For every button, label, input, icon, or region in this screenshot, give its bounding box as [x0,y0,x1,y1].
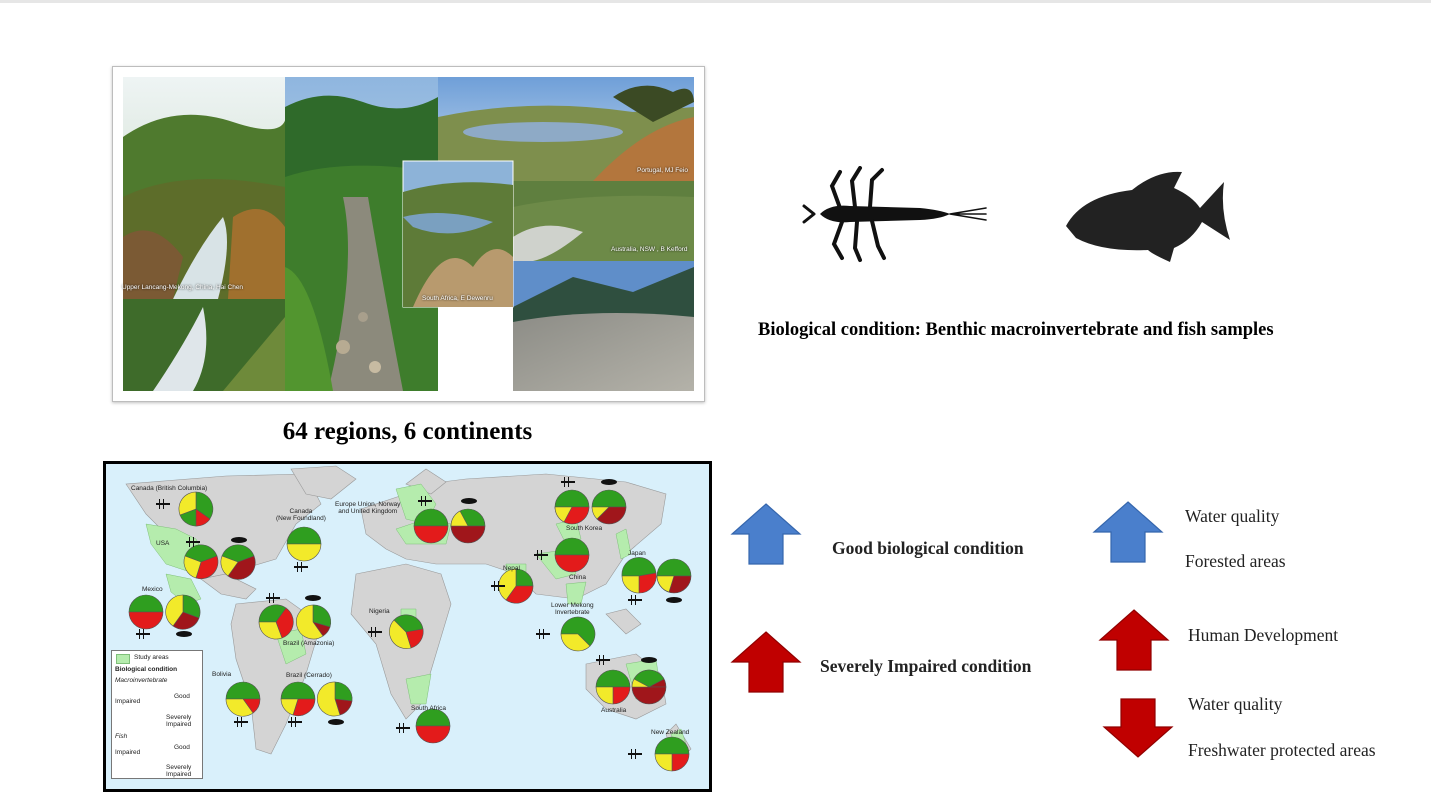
study-area-swatch [116,654,130,664]
forested-areas-label: Forested areas [1185,551,1286,571]
severe-condition-up-arrow-icon [730,631,802,693]
good-biological-condition-label: Good biological condition [832,538,1024,558]
map-label-bolivia: Bolivia [212,671,232,678]
map-label-canada-nf: Canada (New Foundland) [276,508,326,522]
biological-condition-caption: Biological condition: Benthic macroinver… [758,320,1274,340]
map-label-australia: Australia [601,707,627,714]
good-condition-up-arrow-icon [730,503,802,565]
water-quality-label-1: Water quality [1185,506,1280,526]
regions-caption: 64 regions, 6 continents [282,418,533,445]
human-development-up-arrow-icon [1098,609,1170,671]
map-label-south-korea: South Korea [566,525,603,532]
legend-impaired-fish: Impaired [115,749,141,756]
map-label-nepal: Nepal [503,565,520,572]
caption-south-africa: South Africa, E Dewenru [422,295,493,302]
human-development-label: Human Development [1188,625,1339,645]
top-border [0,0,1431,3]
map-label-canada-bc: Canada (British Columbia) [131,485,208,492]
river-photo-collage: Upper Lancang-Mekong, China, Hai Chen Po… [112,66,705,402]
map-label-south-africa: South Africa [411,705,447,712]
caption-china: Upper Lancang-Mekong, China, Hai Chen [122,284,244,291]
down-arrow-icon [1102,698,1174,758]
fish-icon [1066,171,1230,262]
map-label-lower-mekong: Lower Mekong Invertebrate [551,602,594,616]
map-label-japan: Japan [628,550,646,557]
map-label-usa: USA [156,540,170,547]
map-label-mexico: Mexico [142,586,163,593]
map-legend: Study areas Biological condition Macroin… [111,650,203,779]
macroinvertebrate-icon [802,166,987,262]
map-label-europe: Europe Union, Norway and United Kingdom [335,501,401,515]
legend-title: Biological condition [115,666,178,673]
map-label-nigeria: Nigeria [369,608,390,615]
water-quality-up-arrow-icon [1092,501,1164,563]
legend-fish: Fish [115,733,128,740]
caption-portugal: Portugal, MJ Feio [637,167,688,174]
map-label-brazil-cerrado: Brazil (Cerrado) [286,672,332,679]
legend-severe-fish: Severely Impaired [166,764,192,778]
legend-severe-macro: Severely Impaired [166,714,192,728]
legend-good-fish: Good [174,744,190,751]
map-label-new-zealand: New Zealand [651,729,690,736]
legend-impaired-macro: Impaired [115,698,141,705]
water-quality-label-2: Water quality [1188,694,1283,714]
legend-macro: Macroinvertebrate [115,677,168,684]
severely-impaired-condition-label: Severely Impaired condition [820,656,1032,676]
map-label-china: China [569,574,586,581]
legend-good-macro: Good [174,693,190,700]
world-map: Canada (British Columbia) Canada (New Fo… [103,461,712,792]
map-label-brazil-amazonia: Brazil (Amazonia) [283,640,335,647]
legend-study-areas: Study areas [134,654,169,661]
caption-australia: Australia, NSW , B Kefford [611,246,688,253]
freshwater-protected-areas-label: Freshwater protected areas [1188,740,1376,760]
